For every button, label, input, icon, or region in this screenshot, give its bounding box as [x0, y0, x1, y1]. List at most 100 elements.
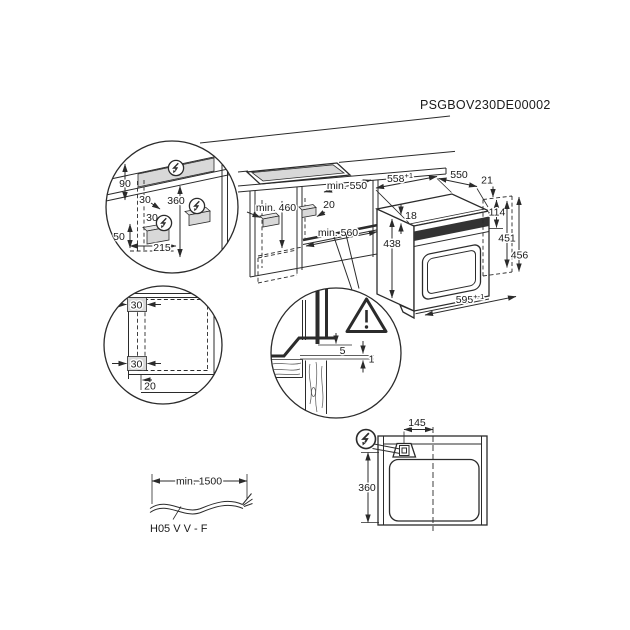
dim-front-height: 451 — [497, 200, 517, 268]
oven-front-face — [413, 210, 490, 315]
dim-label: 21 — [481, 175, 493, 187]
dim-connection-depth: 360 — [357, 452, 379, 523]
detail-front-gap-content: 5 1 — [271, 289, 388, 414]
dim-upper-gap: 5 — [333, 333, 347, 359]
dim-label: 30 — [131, 359, 143, 371]
detail-side-fixing-content: 30 30 20 — [108, 293, 220, 394]
wood-grain — [271, 361, 324, 413]
fixing-zone-box — [127, 356, 147, 371]
wood-panel-edges — [271, 359, 327, 414]
oven-isometric: 558+1 550 21 18 438 114 451 — [374, 168, 530, 320]
connection-box-arrow — [246, 211, 261, 218]
bolt-leader-wedge — [372, 443, 401, 454]
dim-front-width: 595+-1 — [424, 291, 517, 317]
dim-label: 50 — [113, 231, 125, 243]
detail-leader-wedge — [333, 234, 360, 291]
electrical-connection-icon — [155, 214, 173, 232]
detail-circle-outline — [270, 287, 402, 419]
dim-body-height: 438 — [382, 218, 402, 299]
oven-top-inset-line — [409, 208, 485, 225]
electrical-connection-icon — [167, 159, 185, 177]
dim-zone-width-low: 215 — [129, 241, 177, 256]
dim-label: 30 — [146, 212, 158, 224]
dim-label: 114 — [489, 207, 506, 219]
cabinet-wood-panels — [271, 359, 327, 414]
detail-circle-outline — [103, 285, 223, 405]
dim-zone-height: 360 — [166, 185, 186, 258]
dim-top-to-front: 114 — [487, 199, 507, 229]
cable-frayed-end — [242, 493, 253, 507]
dim-niche-height: min. 460 — [254, 201, 298, 249]
wall-top-line — [199, 115, 451, 144]
cable-type-label: H05 V V - F — [150, 523, 208, 535]
dim-label: 215 — [153, 242, 171, 254]
dim-label: 5 — [340, 345, 346, 357]
dim-niche-width: min. 560 — [305, 226, 378, 248]
dim-lower-gap: 1 — [360, 341, 376, 373]
oven-control-panel — [414, 216, 489, 241]
mains-cable-diagram: min. 1500 H05 V V - F — [149, 474, 253, 535]
detail-electrical-zones: 90 30 360 30 50 215 — [105, 140, 239, 274]
oven-foot — [398, 303, 415, 320]
side-view-panels — [128, 293, 215, 393]
cabinet-hidden-lines — [257, 198, 306, 284]
dim-overall-height: 456 — [509, 196, 530, 272]
sidewall-connection-box — [246, 211, 280, 228]
fixing-zone-box — [127, 297, 147, 312]
cable-label-leader — [172, 506, 182, 520]
side-view-niche-dashed — [137, 299, 208, 371]
dim-niche-depth: min. 550 — [323, 179, 372, 194]
warning-exclamation-dot — [364, 325, 369, 329]
cable-outline — [149, 500, 244, 515]
dim-label: 595+-1 — [456, 292, 485, 306]
dim-label: 20 — [323, 199, 335, 211]
dim-label: 1 — [369, 354, 375, 366]
top-view-cavity — [388, 458, 480, 522]
dim-label: 550 — [450, 169, 468, 181]
wood-knot — [311, 387, 316, 397]
zone-dashed-lines — [130, 180, 176, 252]
dim-niche-setback: 20 — [316, 198, 336, 217]
dim-label: 18 — [405, 210, 417, 222]
dim-label: 558+1 — [387, 171, 413, 185]
dim-label: min. 1500 — [176, 476, 222, 488]
dim-label: 456 — [511, 250, 529, 262]
dim-label: 438 — [383, 238, 401, 250]
dim-front-clearance: 20 — [140, 374, 157, 394]
fixing-zone-top: 30 — [112, 297, 161, 313]
dim-label: min. 550 — [327, 180, 367, 192]
dim-connection-offset: 145 — [403, 416, 434, 443]
hob-cutout — [245, 162, 352, 185]
detail-side-fixing: 30 30 20 — [103, 285, 223, 405]
dim-label: 451 — [498, 233, 516, 245]
dim-label: 90 — [119, 178, 131, 190]
electrical-connection-icon — [188, 197, 206, 215]
dim-oven-width: 558+1 — [375, 170, 452, 224]
oven-door-window-inner — [427, 250, 476, 294]
detail-electrical-content: 90 30 360 30 50 215 — [106, 150, 238, 268]
connection-box-front — [301, 207, 317, 218]
cabinet-panels — [249, 179, 389, 278]
connection-terminal-outer — [399, 445, 410, 456]
dim-rear-clearance: 21 — [480, 173, 496, 198]
detail-front-gap: 5 1 — [270, 287, 402, 419]
dim-label: 30 — [139, 194, 151, 206]
niche-connection-box — [298, 204, 317, 218]
fixing-zone-bottom: 30 — [112, 356, 161, 372]
section-thin-walls — [302, 300, 306, 340]
dim-cable-length: min. 1500 — [151, 474, 248, 489]
worktop-back-edge — [237, 150, 456, 173]
dim-label: min. 460 — [256, 202, 296, 214]
electrical-connection-icon — [355, 428, 377, 450]
dim-label: 20 — [144, 381, 156, 393]
section-front-profile — [271, 336, 336, 358]
dim-label: 360 — [167, 195, 185, 207]
connection-terminal-inner — [401, 447, 407, 454]
part-number: PSGBOV230DE00002 — [420, 98, 551, 112]
dim-top-frame: 18 — [398, 204, 418, 234]
dim-side-inset-top: 30 — [138, 193, 161, 210]
dim-label: min. 560 — [318, 227, 358, 239]
dim-label: 145 — [408, 417, 426, 429]
cabinet-niche: min. 460 min. 550 20 min. 560 — [246, 179, 389, 284]
